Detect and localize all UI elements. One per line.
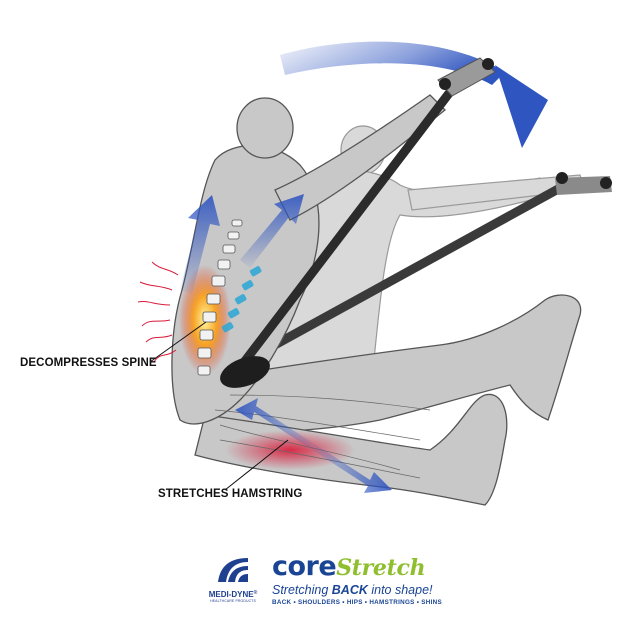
hamstring-stretch-arrow [235, 398, 392, 493]
brand-wordmark: coreStretch [272, 551, 442, 582]
motion-arc-arrow [280, 41, 548, 148]
decompress-arrow-left [180, 195, 220, 294]
footer-branding: MEDI-DYNE® HEALTHCARE PRODUCTS coreStret… [0, 548, 640, 638]
decompressed-spine [221, 266, 262, 333]
company-name: MEDI-DYNE® [208, 590, 258, 599]
corestretch-logo: coreStretch Stretching BACK into shape! … [272, 551, 442, 606]
callout-decompresses-spine: DECOMPRESSES SPINE [20, 357, 157, 369]
medidyne-emblem-icon [218, 558, 248, 582]
callout-stretches-hamstring: STRETCHES HAMSTRING [158, 488, 303, 500]
hamstring-highlight [214, 394, 431, 479]
ghost-bar [257, 172, 612, 357]
spine-vertebrae [197, 219, 243, 376]
product-illustration [137, 41, 612, 506]
callout-leaders [149, 321, 289, 491]
brand-tagline: Stretching BACK into shape! [272, 583, 433, 597]
decompress-arrow-right [240, 194, 304, 268]
medidyne-logo: MEDI-DYNE® HEALTHCARE PRODUCTS [205, 556, 261, 603]
brand-subline: BACK • SHOULDERS • HIPS • HAMSTRINGS • S… [272, 599, 443, 606]
brand-stretch-text: Stretch [336, 555, 426, 581]
company-subtitle: HEALTHCARE PRODUCTS [210, 599, 256, 603]
corestretch-device [220, 57, 496, 388]
brand-core-text: core [272, 551, 337, 582]
